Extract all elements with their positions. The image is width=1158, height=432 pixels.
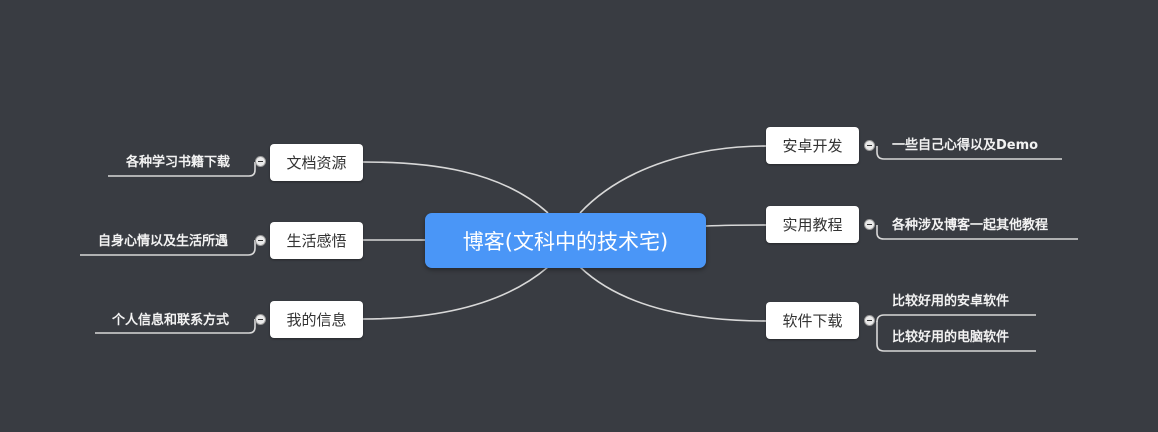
collapse-toggle-icon[interactable] [864, 315, 875, 326]
edge-root-right-0 [579, 145, 767, 214]
collapse-toggle-icon[interactable] [255, 156, 266, 167]
collapse-toggle-icon[interactable] [255, 314, 266, 325]
leaf-right-2a[interactable]: 比较好用的安卓软件 [892, 294, 1010, 309]
edge-leaf-left-1 [80, 240, 256, 256]
edge-leaf-left-0 [108, 162, 256, 177]
leaf-right-0[interactable]: 一些自己心得以及Demo [892, 138, 1039, 153]
branch-node-right-0[interactable]: 安卓开发 [766, 127, 859, 164]
leaf-right-1[interactable]: 各种涉及博客一起其他教程 [892, 218, 1049, 233]
branch-node-left-1[interactable]: 生活感悟 [270, 222, 363, 259]
edge-leaf-left-2 [95, 319, 256, 334]
edge-leaf-right-0 [876, 146, 1062, 160]
branch-node-left-0[interactable]: 文档资源 [270, 144, 363, 181]
edge-root-left-2 [362, 266, 549, 320]
root-node[interactable]: 博客(文科中的技术宅) [425, 213, 706, 268]
edge-leaf-right-2a [876, 314, 1036, 323]
collapse-toggle-icon[interactable] [255, 235, 266, 246]
leaf-left-0[interactable]: 各种学习书籍下载 [126, 155, 231, 170]
branch-node-right-1[interactable]: 实用教程 [766, 206, 859, 243]
edge-root-left-0 [362, 161, 549, 214]
edge-leaf-right-2b [876, 321, 1036, 352]
edge-root-right-2 [579, 266, 767, 322]
edge-root-right-1 [705, 224, 767, 227]
branch-node-right-2[interactable]: 软件下载 [766, 302, 859, 339]
collapse-toggle-icon[interactable] [864, 140, 875, 151]
leaf-left-1[interactable]: 自身心情以及生活所遇 [98, 234, 229, 249]
leaf-left-2[interactable]: 个人信息和联系方式 [112, 313, 230, 328]
collapse-toggle-icon[interactable] [864, 219, 875, 230]
branch-node-left-2[interactable]: 我的信息 [270, 301, 363, 338]
leaf-right-2b[interactable]: 比较好用的电脑软件 [892, 330, 1010, 345]
edge-leaf-right-1 [876, 225, 1078, 240]
